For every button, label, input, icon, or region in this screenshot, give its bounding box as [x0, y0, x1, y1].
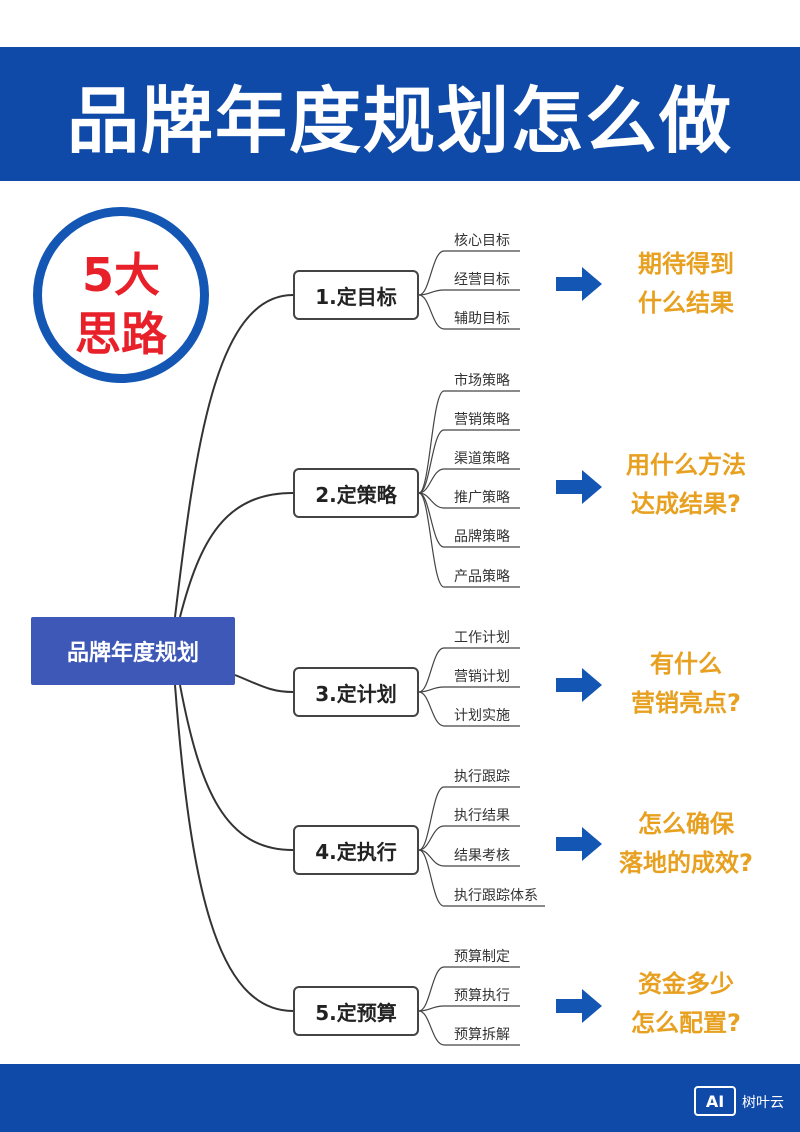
badge-line-2: 思路	[75, 307, 167, 361]
header-banner	[0, 47, 800, 181]
leaf-product-strategy: 产品策略	[454, 569, 510, 585]
outcome-line: 怎么配置?	[631, 1009, 741, 1037]
watermark-text: 树叶云	[742, 1095, 784, 1111]
leaf-brand-strategy: 品牌策略	[454, 529, 510, 545]
leaf-marketing-strategy: 营销策略	[454, 412, 510, 428]
arrow-right-icon	[556, 827, 602, 861]
outcome-line: 有什么	[650, 650, 722, 678]
leaf-auxiliary-goal: 辅助目标	[454, 311, 510, 327]
leaf-work-plan: 工作计划	[454, 630, 510, 646]
five-ideas-badge	[33, 207, 209, 383]
leaf-core-goal: 核心目标	[454, 233, 510, 249]
leaf-marketing-plan: 营销计划	[454, 669, 510, 685]
badge-line-1: 5大	[81, 248, 160, 302]
page-title: 品牌年度规划怎么做	[66, 78, 733, 163]
branch-set-plan: 3.定计划	[293, 667, 419, 717]
leaf-promotion-strategy: 推广策略	[454, 490, 510, 506]
leaf-tracking-system: 执行跟踪体系	[454, 888, 538, 904]
leaf-execution-result: 执行结果	[454, 808, 510, 824]
outcome-line: 怎么确保	[638, 810, 734, 838]
outcome-line: 什么结果	[638, 289, 734, 317]
outcome-line: 资金多少	[638, 970, 734, 998]
arrow-right-icon	[556, 668, 602, 702]
leaf-budget-breakdown: 预算拆解	[454, 1027, 510, 1043]
leaf-market-strategy: 市场策略	[454, 373, 510, 389]
outcome-line: 落地的成效?	[619, 849, 753, 877]
arrow-right-icon	[556, 267, 602, 301]
arrow-right-icon	[556, 470, 602, 504]
footer-banner	[0, 1064, 800, 1132]
outcome-line: 达成结果?	[631, 490, 741, 518]
leaf-budget-making: 预算制定	[454, 949, 510, 965]
leaf-business-goal: 经营目标	[454, 272, 510, 288]
watermark-logo: AI	[694, 1086, 736, 1116]
branch-set-budget: 5.定预算	[293, 986, 419, 1036]
branch-set-goals: 1.定目标	[293, 270, 419, 320]
root-node: 品牌年度规划	[31, 617, 235, 685]
leaf-channel-strategy: 渠道策略	[454, 451, 510, 467]
branch-set-strategy: 2.定策略	[293, 468, 419, 518]
branch-set-execution: 4.定执行	[293, 825, 419, 875]
outcome-line: 用什么方法	[626, 451, 746, 479]
leaf-execution-tracking: 执行跟踪	[454, 769, 510, 785]
leaf-result-assessment: 结果考核	[454, 848, 510, 864]
leaf-budget-execution: 预算执行	[454, 988, 510, 1004]
arrow-right-icon	[556, 989, 602, 1023]
outcome-line: 营销亮点?	[631, 689, 741, 717]
leaf-plan-implementation: 计划实施	[454, 708, 510, 724]
outcome-line: 期待得到	[638, 250, 734, 278]
